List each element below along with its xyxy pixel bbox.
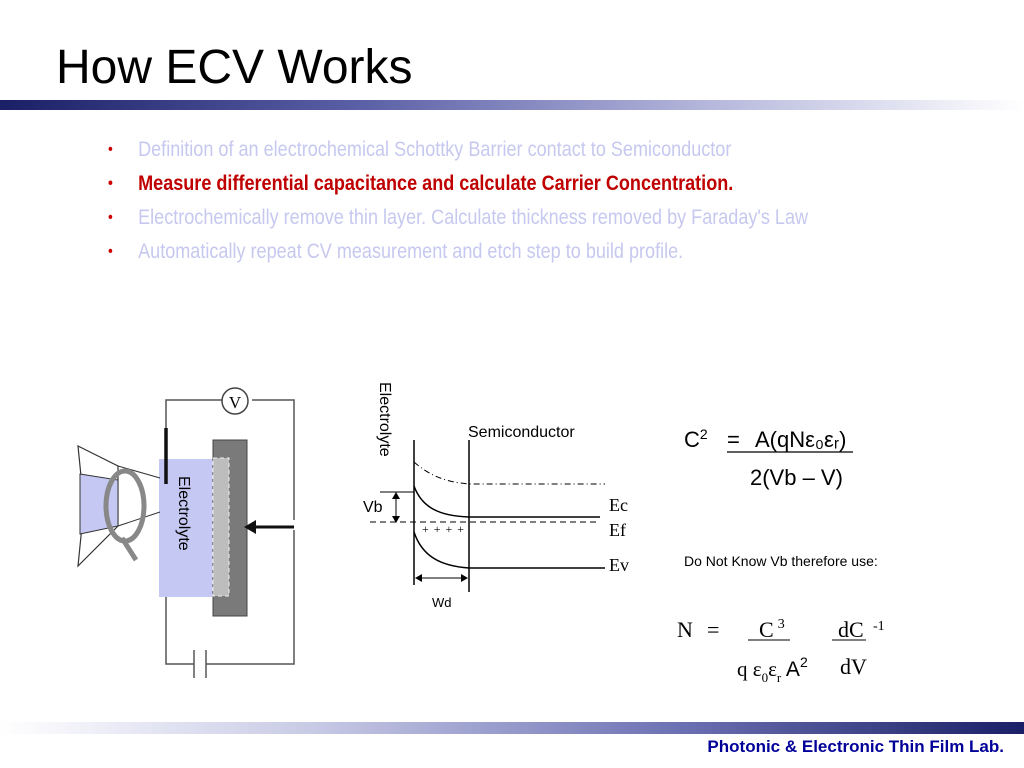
light-ray xyxy=(117,511,161,527)
band-semiconductor-label: Semiconductor xyxy=(468,424,575,441)
circuit-wire-top-right xyxy=(252,399,295,520)
bullet-item: • Electrochemically remove thin layer. C… xyxy=(108,202,808,236)
title-divider xyxy=(0,100,1024,110)
band-electrolyte-label: Electrolyte xyxy=(376,382,393,457)
eq1-numerator: A(qNε₀εᵣ) xyxy=(755,427,846,452)
footer-divider xyxy=(0,722,1024,734)
footer-lab-name: Photonic & Electronic Thin Film Lab. xyxy=(707,737,1004,756)
bullet-marker: • xyxy=(108,141,113,158)
arrow-right-icon xyxy=(461,574,468,582)
eq1-equals: = xyxy=(727,427,740,452)
arrow-up-icon xyxy=(392,492,400,499)
bullet-text: Electrochemically remove thin layer. Cal… xyxy=(138,206,809,229)
bullet-item-active: • Measure differential capacitance and c… xyxy=(108,168,808,202)
eq2-equals: = xyxy=(707,617,719,642)
arrow-head-icon xyxy=(244,520,256,534)
bullet-marker: • xyxy=(108,175,113,192)
circuit-wire-bottom-left xyxy=(165,596,194,665)
eq1-denominator: 2(Vb – V) xyxy=(750,465,843,490)
bullet-marker: • xyxy=(108,243,113,260)
eq2-denominator-2: dV xyxy=(840,654,867,679)
bullet-marker: • xyxy=(108,209,113,226)
ef-label: Ef xyxy=(609,520,626,540)
band-diagram: Electrolyte Semiconductor Vb + + + + Wd … xyxy=(363,382,629,610)
eq2-numerator-dc: dC xyxy=(838,617,864,642)
vb-label: Vb xyxy=(363,499,383,516)
arrow-down-icon xyxy=(392,516,400,523)
conduction-band-curve xyxy=(413,485,600,518)
bullet-text: Measure differential capacitance and cal… xyxy=(138,172,734,195)
voltmeter-label: V xyxy=(229,393,242,412)
slide-title: How ECV Works xyxy=(56,41,413,94)
bullet-list: • Definition of an electrochemical Schot… xyxy=(108,134,922,270)
eq2-denominator-1: q ε0εr A2 xyxy=(737,654,808,685)
lens-handle xyxy=(119,536,139,562)
space-charge-label: + + + + xyxy=(422,522,465,536)
ec-label: Ec xyxy=(609,495,628,515)
wd-label: Wd xyxy=(432,595,452,610)
bullet-item: • Automatically repeat CV measurement an… xyxy=(108,236,808,270)
eq2-lhs: N xyxy=(677,617,693,642)
depletion-layer xyxy=(212,457,230,597)
circuit-wire-bottom-right xyxy=(206,530,295,665)
vacuum-level-curve xyxy=(413,461,605,485)
arrow-left-icon xyxy=(415,574,422,582)
equations-block: C2 = A(qNε₀εᵣ) 2(Vb – V) Do Not Know Vb … xyxy=(677,426,885,685)
vb-note: Do Not Know Vb therefore use: xyxy=(684,553,878,569)
bullet-text: Definition of an electrochemical Schottk… xyxy=(138,138,732,161)
electrolyte-label: Electrolyte xyxy=(175,476,192,551)
electrolyte-region xyxy=(159,459,215,597)
valence-band-curve xyxy=(413,531,605,569)
voltmeter-icon xyxy=(221,387,249,415)
light-ray xyxy=(117,465,161,479)
ecv-cell-diagram: V Electrolyte xyxy=(77,387,295,678)
bullet-item: • Definition of an electrochemical Schot… xyxy=(108,134,808,168)
eq2-exponent: -1 xyxy=(873,619,885,634)
bullet-text: Automatically repeat CV measurement and … xyxy=(138,240,684,263)
eq1-lhs: C2 xyxy=(684,426,708,452)
ev-label: Ev xyxy=(609,555,629,575)
